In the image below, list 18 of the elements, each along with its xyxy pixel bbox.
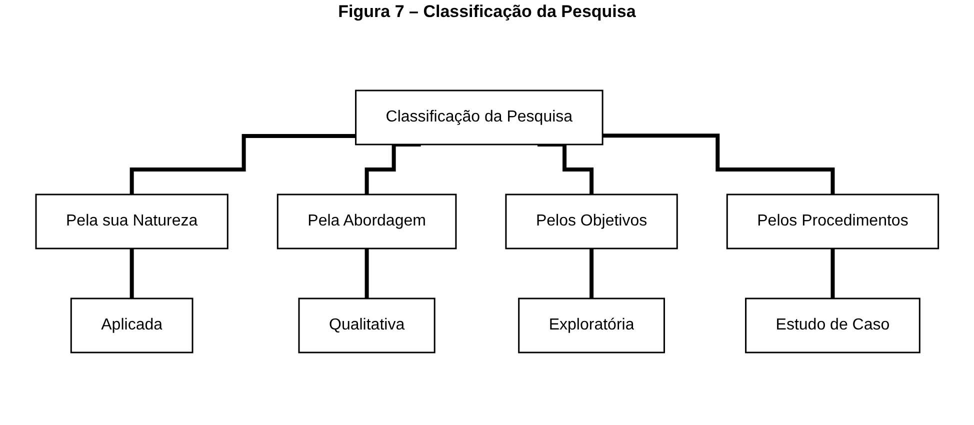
node-box: Estudo de Caso [744,298,920,354]
node-box: Pela sua Natureza [35,194,228,250]
node-box: Pelos Procedimentos [726,194,939,250]
node-box: Aplicada [70,298,194,354]
node-box: Exploratória [518,298,665,354]
node-box: Qualitativa [298,298,436,354]
connector [364,246,369,300]
figure-title: Figura 7 – Classificação da Pesquisa [337,2,637,22]
connector [130,134,356,196]
node-box: Classificação da Pesquisa [354,90,604,146]
connector [537,142,594,196]
node-box: Pelos Objetivos [505,194,678,250]
connector [589,246,594,300]
connector [830,246,835,300]
connector [364,142,421,196]
node-box: Pela Abordagem [276,194,457,250]
connector [130,246,134,300]
connector [602,134,835,196]
